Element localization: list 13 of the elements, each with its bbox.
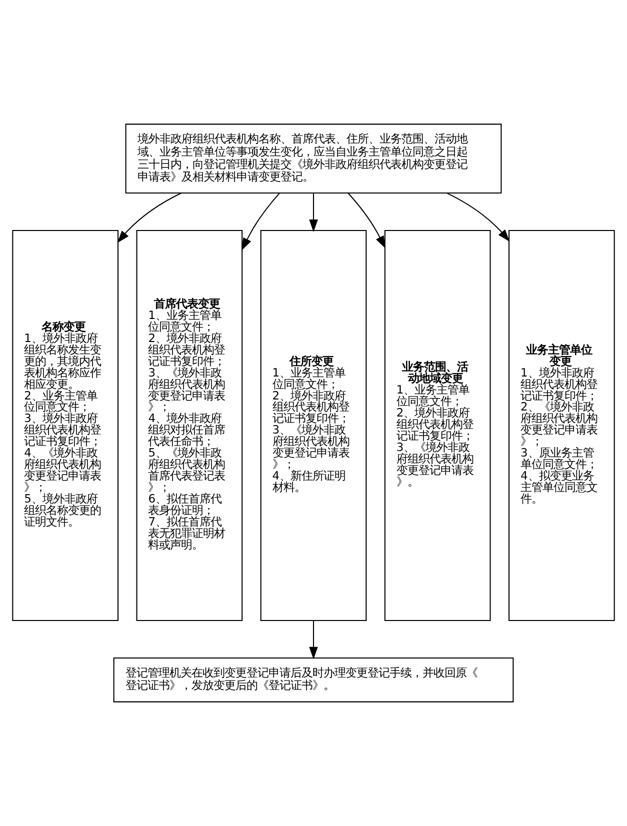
node-box: 名称变更 1、境外非政府组织名称发生变更的，其境内代表机构名称应作相应变更。 2、业务主管单位同意文件； 3、境外非政府组织代表机构登记证书复印件； 4、《境外非政府组织代表机构变更登记申请表》； 5、境外非政府组织名称变更的证明文件。 [12, 230, 119, 622]
arrow [117, 192, 182, 244]
arrow [446, 192, 510, 242]
arrow [242, 192, 280, 251]
node-box: 住所变更 1、业务主管单位同意文件； 2、境外非政府组织代表机构登记证书复印件； 3、《境外非政府组织代表机构变更登记申请表》； 4、新住所证明材料。 [260, 230, 367, 622]
node-box: 首席代表变更 1、业务主管单位同意文件； 2、境外非政府组织代表机构登记证书复印件； 3、《境外非政府组织代表机构变更登记申请表》； 4、境外非政府组织对拟任首席代表任命书； 5、《境外非政府组织代表机构首席代表登记表》； 6、拟任首席代表身份证明； 7、拟任首席代表无犯罪证明材料或声明。 [136, 230, 243, 622]
node-box: 境外非政府组织代表机构名称、首席代表、住所、业务范围、活动地域、业务主管单位等事项发生变化，应当自业务主管单位同意之日起三十日内，向登记管理机关提交《境外非政府组织代表机构变更登记申请表》及相关材料申请变更登记。 [125, 124, 502, 194]
arrow [309, 620, 318, 660]
node-box: 业务范围、活动地域变更 1、业务主管单位同意文件； 2、境外非政府组织代表机构登记证书复印件； 3、《境外非政府组织代表机构变更登记申请表》。 [384, 230, 491, 622]
arrow [348, 192, 386, 249]
arrow [309, 193, 318, 232]
node-box: 登记管理机关在收到变更登记申请后及时办理变更登记手续，并收回原《登记证书》，发放变更后的《登记证书》。 [113, 658, 514, 702]
node-box: 业务主管单位变更 1、境外非政府组织代表机构登记证书复印件； 2、《境外非政府组织代表机构变更登记申请表》； 3、原业务主管单位同意文件； 4、拟变更业务主管单位同意文件。 [508, 230, 615, 622]
